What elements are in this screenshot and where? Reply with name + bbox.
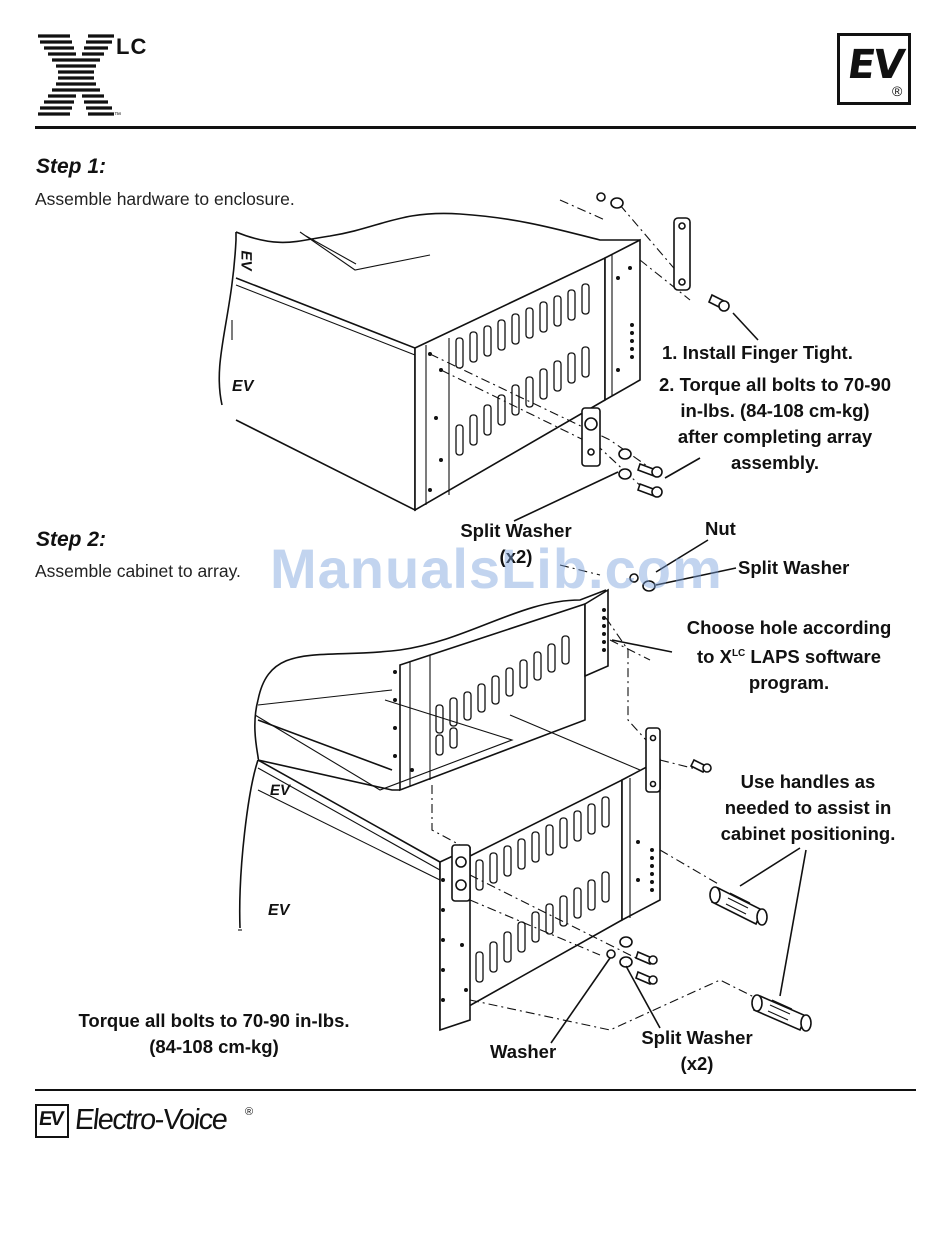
footer-brand-name: Electro-Voice: [73, 1104, 229, 1136]
footer-brand-reg: ®: [245, 1106, 254, 1118]
step2-nut-label: Nut: [705, 518, 736, 539]
ev-brand-logo: EV ®: [837, 33, 911, 105]
footer-brand-logo: EV Electro-Voice ®: [35, 1104, 295, 1140]
step2-split-washer-callout: Split Washer: [738, 555, 849, 581]
step2-torque-line1: Torque all bolts to 70-90 in-lbs.: [78, 1010, 350, 1031]
xlc-logo-mark: [38, 34, 114, 116]
product-logo-tm: ™: [114, 112, 121, 119]
step2-washer-label: Washer: [490, 1041, 557, 1062]
step2-handles-callout: Use handles as needed to assist in cabin…: [700, 769, 916, 847]
step2-washer-callout: Washer: [490, 1039, 556, 1065]
product-logo-sup: LC: [116, 34, 148, 59]
step2-description: Assemble cabinet to array.: [35, 561, 241, 581]
manualslib-watermark: ManualsLib.com: [270, 537, 723, 600]
step2-handles-line3: cabinet positioning.: [720, 823, 896, 844]
step1-torque-line4: assembly.: [730, 452, 820, 473]
step2-split-washer-bottom-label: Split Washer: [641, 1027, 753, 1048]
step2-choose-line2: to XLC LAPS software: [664, 641, 914, 670]
step1-diagram: [218, 192, 759, 522]
step2-torque-callout: Torque all bolts to 70-90 in-lbs. (84-10…: [46, 1008, 382, 1060]
step1-install-callout: 1. Install Finger Tight.: [662, 340, 853, 366]
footer-brand-mark-text: EV: [37, 1108, 64, 1130]
step2-choose-line2-post: LAPS software: [745, 646, 881, 668]
step1-torque-line2: in-lbs. (84-108 cm-kg): [680, 400, 870, 421]
step1-split-washer-label: Split Washer: [460, 520, 572, 541]
step2-split-washer-bottom-callout: Split Washer (x2): [628, 1025, 766, 1077]
step2-handles-line2: needed to assist in: [724, 797, 892, 818]
header-rule: [35, 126, 916, 129]
step1-torque-line1: 2. Torque all bolts to 70-90: [659, 374, 891, 395]
step1-split-washer-callout: Split Washer (x2): [446, 518, 586, 570]
footer-brand-mark: EV: [35, 1104, 69, 1138]
step2-split-washer-bottom-qty: (x2): [680, 1053, 714, 1074]
step2-torque-line2: (84-108 cm-kg): [149, 1036, 279, 1057]
step2-choose-line3: program.: [748, 672, 830, 694]
step1-install-text: 1. Install Finger Tight.: [662, 342, 853, 363]
step2-handles-line1: Use handles as: [740, 771, 876, 792]
step1-torque-callout: 2. Torque all bolts to 70-90 in-lbs. (84…: [636, 372, 914, 476]
step1-torque-line3: after completing array: [677, 426, 873, 447]
step2-choose-hole-callout: Choose hole according to XLC LAPS softwa…: [664, 615, 914, 696]
step2-choose-line2-sup: LC: [731, 648, 746, 659]
step1-title: Step 1:: [36, 155, 107, 178]
ev-brand-logo-reg: ®: [892, 83, 903, 99]
step2-title: Step 2:: [36, 528, 107, 551]
step2-diagram: [238, 539, 812, 1044]
cabinet-logo-upper: EV: [268, 782, 292, 799]
step2-choose-line2-pre: to X: [697, 646, 732, 668]
step1-split-washer-qty: (x2): [499, 546, 533, 567]
step2-nut-callout: Nut: [705, 516, 736, 542]
product-logo: LC ™: [36, 32, 166, 122]
step2-choose-line1: Choose hole according: [686, 617, 892, 638]
step2-split-washer-label: Split Washer: [738, 557, 850, 578]
cabinet-logo-lower: EV: [266, 902, 291, 919]
footer-rule: [35, 1089, 916, 1091]
step1-description: Assemble hardware to enclosure.: [35, 189, 295, 209]
